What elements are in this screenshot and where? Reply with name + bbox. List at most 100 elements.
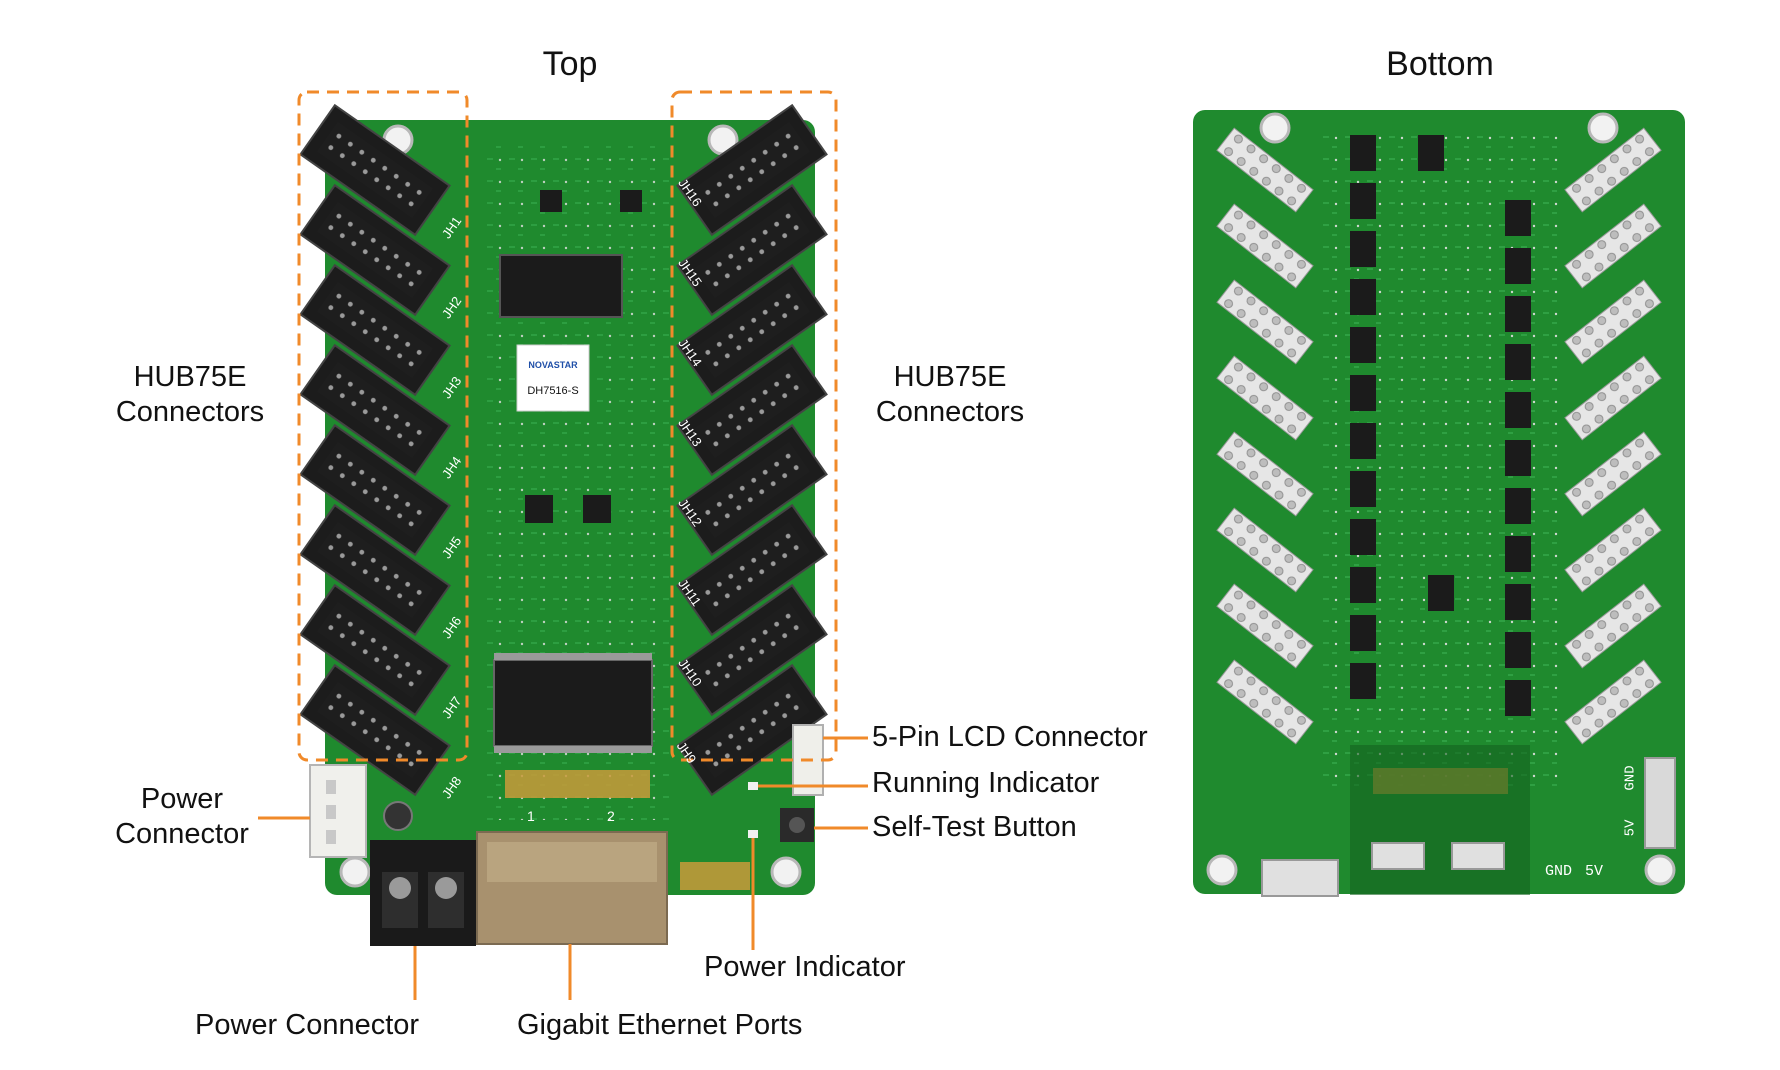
self-test-button-label: Self-Test Button xyxy=(872,811,1077,843)
hub75e-right-label: HUB75E Connectors xyxy=(850,360,1050,430)
bottom-chip xyxy=(1350,423,1376,459)
bottom-pad-block xyxy=(1261,859,1339,897)
power-connector-side-pin xyxy=(326,830,336,844)
ethernet-port-label-2: 2 xyxy=(607,808,615,824)
callout-box-left xyxy=(297,90,469,762)
bottom-chip xyxy=(1505,632,1531,668)
ic-chip xyxy=(620,190,642,212)
power-led xyxy=(748,830,758,838)
hub75e-connector-left xyxy=(299,343,451,477)
gold-header xyxy=(680,862,750,890)
bottom-chip xyxy=(1505,344,1531,380)
top-mounting-holes xyxy=(339,124,802,888)
bottom-pin-row-left xyxy=(1216,355,1314,441)
top-board xyxy=(299,103,828,946)
right-hub75e-connectors xyxy=(676,103,828,797)
bottom-pin-row-left xyxy=(1216,127,1314,213)
bottom-chip xyxy=(1505,440,1531,476)
bottom-chip xyxy=(1350,375,1376,411)
bottom-chip xyxy=(1505,488,1531,524)
power-connector-side-pin xyxy=(326,805,336,819)
bottom-chip xyxy=(1505,584,1531,620)
bottom-chip xyxy=(1505,248,1531,284)
chip-brand: NOVASTAR xyxy=(528,360,578,370)
bottom-chip xyxy=(1350,231,1376,267)
bottom-pin-row-right xyxy=(1564,127,1662,213)
hub75e-right-line2: Connectors xyxy=(875,395,1025,428)
bottom-side-5v-label: 5V xyxy=(1622,819,1639,837)
power-connector-side-line1: Power xyxy=(140,783,224,815)
bottom-pin-rows xyxy=(1216,127,1662,745)
hub75e-connector-left xyxy=(299,423,451,557)
callout-box-right xyxy=(670,90,838,762)
bottom-pad-block xyxy=(1451,842,1505,870)
terminal-screw xyxy=(389,877,411,899)
hub75e-connector-left xyxy=(299,503,451,637)
running-indicator-label: Running Indicator xyxy=(872,767,1100,799)
ic-chip-legs xyxy=(494,746,652,753)
hub75e-connector-left xyxy=(299,183,451,317)
hub75e-connector-right xyxy=(676,663,828,797)
ic-chip xyxy=(525,495,553,523)
hub75e-connector-right xyxy=(676,263,828,397)
hub75e-connector-right xyxy=(676,583,828,717)
hub75e-connector-left xyxy=(299,263,451,397)
bottom-chip xyxy=(1428,575,1454,611)
bottom-cutout xyxy=(1350,745,1530,895)
ic-chip xyxy=(583,495,611,523)
bottom-pin-row-right xyxy=(1564,279,1662,365)
bottom-chip xyxy=(1505,392,1531,428)
mounting-hole xyxy=(1259,112,1291,144)
bottom-title: Bottom xyxy=(1386,45,1494,83)
mounting-hole xyxy=(1587,112,1619,144)
bottom-chip xyxy=(1350,519,1376,555)
bottom-pin-row-left xyxy=(1216,583,1314,669)
bottom-chip xyxy=(1505,536,1531,572)
bottom-chip xyxy=(1418,135,1444,171)
gigabit-ethernet-label: Gigabit Ethernet Ports xyxy=(517,1009,803,1041)
hub75e-connector-right xyxy=(676,343,828,477)
hub75e-left-line2: Connectors xyxy=(115,395,265,428)
power-connector-side-label: Power Connector xyxy=(92,782,272,852)
bottom-pin-row-right xyxy=(1564,659,1662,745)
bottom-pin-row-right xyxy=(1564,583,1662,669)
ethernet-jack-shade xyxy=(487,842,657,882)
bottom-chip xyxy=(1505,296,1531,332)
hub75e-right-line1: HUB75E xyxy=(893,361,1007,393)
mounting-hole xyxy=(770,856,802,888)
hub75e-connector-right xyxy=(676,503,828,637)
ic-chip xyxy=(493,659,653,747)
bottom-gnd-label: GND xyxy=(1545,863,1573,880)
bottom-pin-row-left xyxy=(1216,659,1314,745)
bottom-pin-row-right xyxy=(1564,355,1662,441)
self-test-button-cap xyxy=(789,817,805,833)
hub75e-connector-right xyxy=(676,183,828,317)
running-led xyxy=(748,782,758,790)
ethernet-port-label-1: 1 xyxy=(527,808,535,824)
hub75e-connector-right xyxy=(676,103,828,237)
power-connector-side xyxy=(309,764,367,858)
chip-label xyxy=(516,344,590,412)
hub75e-connector-left xyxy=(299,583,451,717)
mounting-hole xyxy=(1644,854,1676,886)
bottom-pin-row-left xyxy=(1216,279,1314,365)
lcd-connector-label: 5-Pin LCD Connector xyxy=(872,721,1148,753)
bottom-chip xyxy=(1350,567,1376,603)
capacitor xyxy=(383,801,413,831)
gold-header xyxy=(505,770,650,798)
bottom-power-pads xyxy=(1644,757,1676,849)
bottom-ic-columns xyxy=(1350,135,1531,716)
bottom-pad-block xyxy=(1371,842,1425,870)
power-connector-bottom-label: Power Connector xyxy=(195,1009,420,1041)
bottom-pin-row-right xyxy=(1564,507,1662,593)
bottom-pin-row-left xyxy=(1216,507,1314,593)
hub75e-connector-left xyxy=(299,663,451,797)
mounting-hole xyxy=(1206,854,1238,886)
leader-lines xyxy=(258,736,868,1000)
bottom-chip xyxy=(1350,183,1376,219)
power-connector-side-pin xyxy=(326,780,336,794)
bottom-chip xyxy=(1505,200,1531,236)
hub75e-left-label: HUB75E Connectors xyxy=(90,360,290,430)
